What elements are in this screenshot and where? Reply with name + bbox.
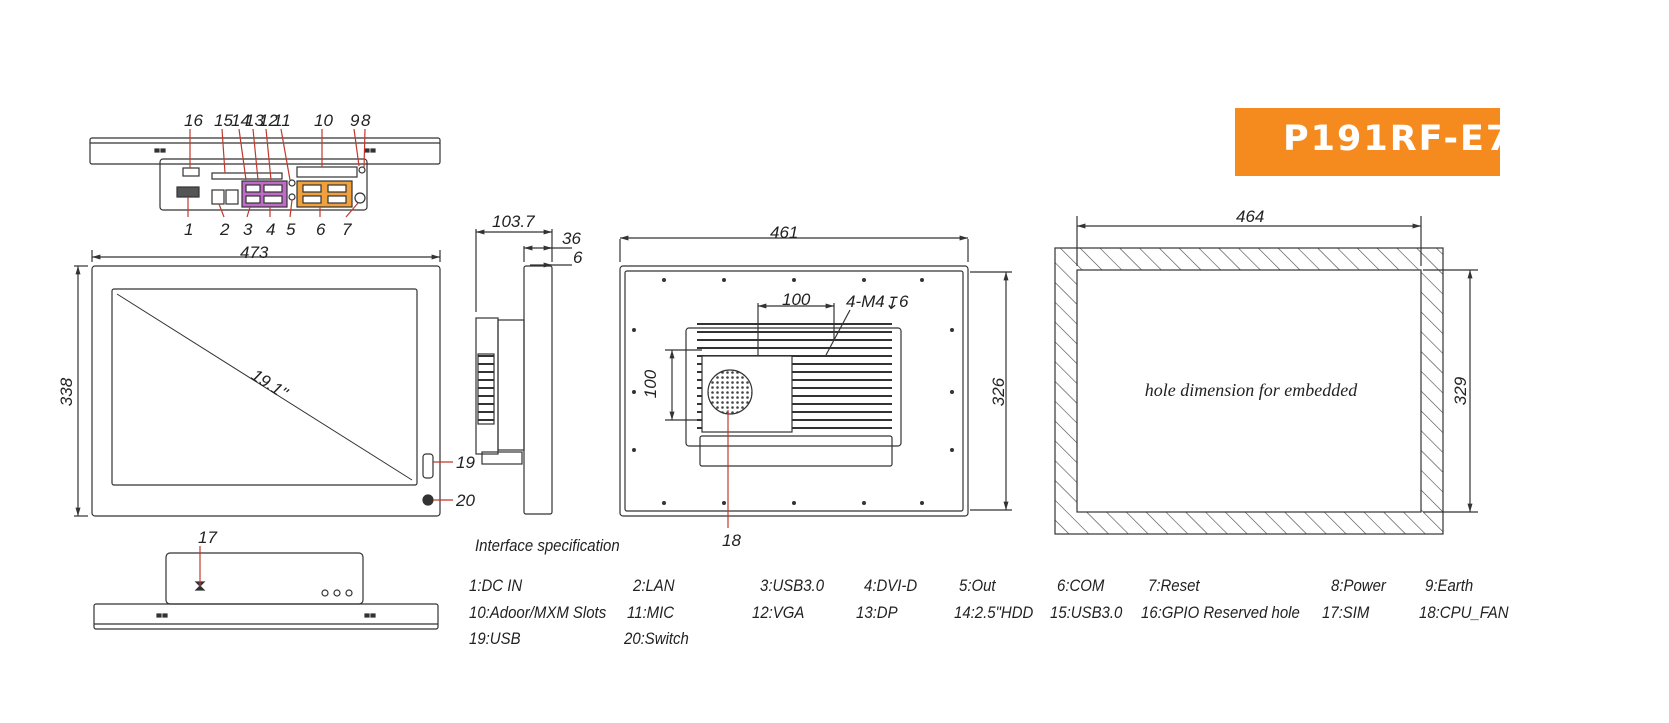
front-view: [74, 250, 453, 517]
fan-height-label: 100: [641, 369, 660, 398]
callout-10: 10: [314, 111, 333, 130]
cutout-width-label: 464: [1236, 207, 1264, 226]
screw-depth-label: 6: [899, 292, 909, 311]
spec-20: 20:Switch: [624, 629, 689, 648]
callout-2: 2: [219, 220, 230, 239]
front-height-label: 338: [57, 377, 76, 406]
spec-title: Interface specification: [475, 536, 620, 555]
callout-6: 6: [316, 220, 326, 239]
callout-20: 20: [455, 491, 475, 510]
diagonal-label: 19.1": [248, 365, 292, 403]
back-view: [619, 235, 1012, 528]
screw-label: 4-M4: [846, 292, 885, 311]
spec-8: 8:Power: [1331, 576, 1386, 595]
callout-18: 18: [722, 531, 741, 550]
spec-5: 5:Out: [959, 576, 996, 595]
model-badge: P191RF-E7S: [1235, 108, 1500, 176]
spec-7: 7:Reset: [1148, 576, 1200, 595]
spec-2: 2:LAN: [633, 576, 675, 595]
back-height-label: 326: [989, 377, 1008, 406]
spec-3: 3:USB3.0: [760, 576, 825, 595]
top-view-callouts: 16 15 14 13 12 11 10 9 8 1 2 3 4 5 6 7: [184, 111, 371, 239]
callout-8: 8: [361, 111, 371, 130]
spec-18: 18:CPU_FAN: [1419, 603, 1509, 622]
depth-label: 103.7: [492, 212, 535, 231]
bottom-view: [93, 546, 439, 630]
spec-11: 11:MIC: [627, 603, 675, 622]
top-view: [89, 128, 441, 218]
model-name: P191RF-E7S: [1283, 119, 1500, 159]
callout-16: 16: [184, 111, 203, 130]
front-width-label: 473: [240, 243, 269, 262]
spec-15: 15:USB3.0: [1050, 603, 1123, 622]
spec-4: 4:DVI-D: [864, 576, 918, 595]
spec-16: 16:GPIO Reserved hole: [1141, 603, 1300, 622]
fan-width-label: 100: [782, 290, 811, 309]
spec-14: 14:2.5"HDD: [954, 603, 1034, 622]
cutout-height-label: 329: [1451, 376, 1470, 405]
callout-7: 7: [342, 220, 352, 239]
spec-13: 13:DP: [856, 603, 898, 622]
cutout-note: hole dimension for embedded: [1145, 380, 1358, 400]
callout-12: 12: [259, 111, 278, 130]
depth-body-label: 36: [562, 229, 581, 248]
callout-13: 13: [245, 111, 264, 130]
cutout-view: [1054, 216, 1478, 535]
screw-depth-icon: ↧: [884, 294, 898, 313]
callout-1: 1: [184, 220, 193, 239]
side-view: [475, 229, 572, 515]
spec-1: 1:DC IN: [469, 576, 523, 595]
callout-3: 3: [243, 220, 253, 239]
spec-17: 17:SIM: [1322, 603, 1370, 622]
spec-9: 9:Earth: [1425, 576, 1474, 595]
spec-10: 10:Adoor/MXM Slots: [469, 603, 607, 622]
spec-19: 19:USB: [469, 629, 521, 648]
callout-17: 17: [198, 528, 217, 547]
spec-12: 12:VGA: [752, 603, 805, 622]
callout-4: 4: [266, 220, 275, 239]
spec-6: 6:COM: [1057, 576, 1105, 595]
callout-11: 11: [273, 111, 291, 130]
bezel-label: 6: [573, 248, 583, 267]
back-width-label: 461: [770, 223, 798, 242]
callout-14: 14: [231, 111, 250, 130]
callout-15: 15: [214, 111, 233, 130]
callout-19: 19: [456, 453, 475, 472]
callout-9: 9: [350, 111, 360, 130]
callout-5: 5: [286, 220, 296, 239]
